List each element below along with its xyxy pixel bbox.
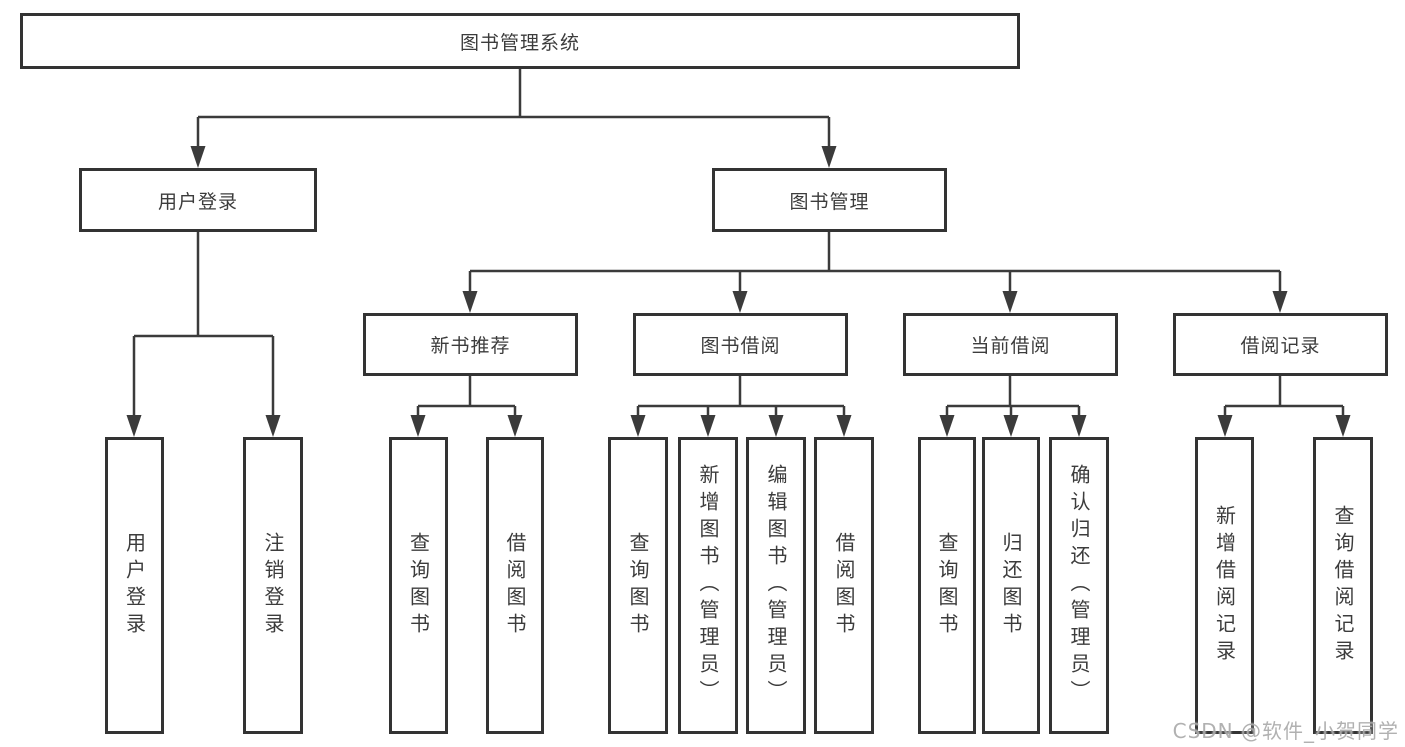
leaf-add-books-admin: 新增图书（管理员） xyxy=(678,437,738,734)
connector-current-borrow-to-leaves xyxy=(939,376,1087,437)
leaf-query-books-borrow: 查询图书 xyxy=(608,437,668,734)
leaf-user-login: 用户登录 xyxy=(105,437,164,734)
leaf-query-books-current: 查询图书 xyxy=(918,437,976,734)
node-new-book-recommend: 新书推荐 xyxy=(363,313,578,376)
leaf-borrow-books-recommend: 借阅图书 xyxy=(486,437,544,734)
leaf-query-books-recommend: 查询图书 xyxy=(389,437,448,734)
connector-new-book-rec-to-leaves xyxy=(410,376,523,437)
node-root-library-management-system: 图书管理系统 xyxy=(20,13,1020,69)
connector-user-login-to-leaves xyxy=(126,232,281,437)
node-borrow-records: 借阅记录 xyxy=(1173,313,1388,376)
leaf-edit-books-admin: 编辑图书（管理员） xyxy=(746,437,806,734)
leaf-query-borrow-record: 查询借阅记录 xyxy=(1313,437,1373,734)
node-book-borrow: 图书借阅 xyxy=(633,313,848,376)
leaf-borrow-books: 借阅图书 xyxy=(814,437,874,734)
node-user-login: 用户登录 xyxy=(79,168,317,232)
connector-root-to-level2 xyxy=(190,69,837,168)
leaf-return-books: 归还图书 xyxy=(982,437,1040,734)
node-book-management: 图书管理 xyxy=(712,168,947,232)
leaf-logout: 注销登录 xyxy=(243,437,303,734)
csdn-watermark: CSDN @软件_小贺同学 xyxy=(1172,719,1399,743)
node-current-borrow: 当前借阅 xyxy=(903,313,1118,376)
leaf-confirm-return-admin: 确认归还（管理员） xyxy=(1049,437,1109,734)
connector-borrow-records-to-leaves xyxy=(1217,376,1351,437)
connector-book-management-to-level3 xyxy=(462,232,1288,313)
connector-book-borrow-to-leaves xyxy=(630,376,852,437)
leaf-add-borrow-record: 新增借阅记录 xyxy=(1195,437,1254,734)
